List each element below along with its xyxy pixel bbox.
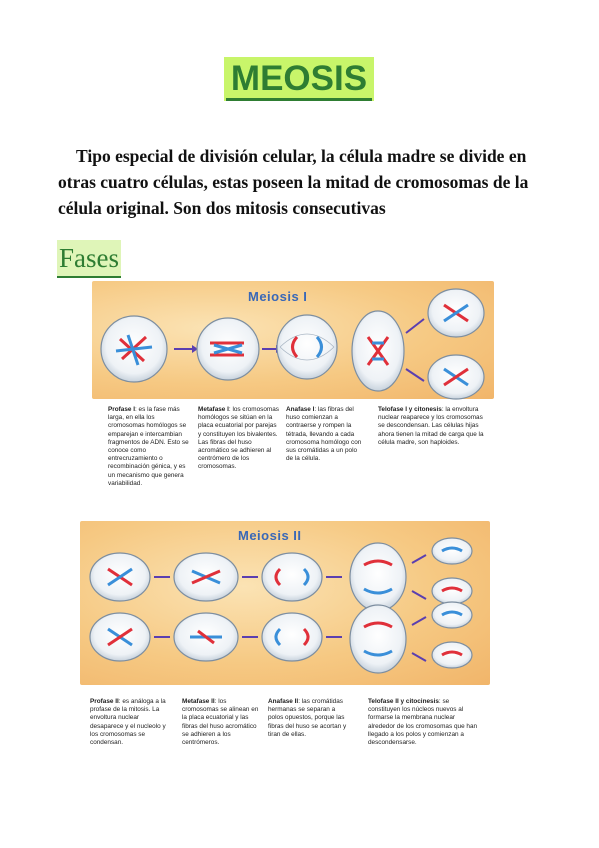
- phase-text: : es la fase más larga, en ella los crom…: [108, 406, 189, 487]
- phase-name: Profase II: [90, 698, 119, 705]
- phase-name: Anafase II: [268, 698, 299, 705]
- phase-text: : las cromátidas hermanas se separan a p…: [268, 698, 347, 738]
- prophase-2-cell-bottom: [89, 612, 151, 662]
- telophase-2-cell-top: [349, 542, 407, 612]
- phase-name: Telofase II y citocinesis: [368, 698, 439, 705]
- meiosis-2-title: Meiosis II: [238, 528, 302, 543]
- title-underline: [226, 98, 372, 101]
- meiosis-1-cells: [100, 288, 485, 400]
- fases-heading: Fases: [57, 240, 121, 278]
- gamete-cell: [431, 601, 473, 629]
- arrow-icon: [405, 318, 425, 334]
- metaphase-2-description: Metafase II: los cromosomas se alinean e…: [182, 698, 262, 747]
- page-title: MEOSIS: [224, 57, 374, 101]
- phase-text: : los cromosomas homólogos se sitúan en …: [198, 406, 279, 471]
- telophase-2-cell-bottom: [349, 604, 407, 674]
- phase-text: : los cromosomas se alinean en la placa …: [182, 698, 259, 747]
- meiosis-2-cells: [89, 537, 473, 674]
- metaphase-1-cell: [196, 317, 260, 381]
- phase-text: : las fibras del huso comienzan a contra…: [286, 406, 362, 463]
- daughter-cell-top: [427, 288, 485, 338]
- arrow-icon: [411, 590, 427, 600]
- arrow-icon: [405, 368, 425, 382]
- anaphase-1-description: Anafase I: las fibras del huso comienzan…: [286, 406, 364, 463]
- phase-text: : es análoga a la profase de la mitosis.…: [90, 698, 166, 747]
- anaphase-2-description: Anafase II: las cromátidas hermanas se s…: [268, 698, 348, 739]
- prophase-1-cell: [100, 315, 168, 383]
- prophase-2-description: Profase II: es análoga a la profase de l…: [90, 698, 174, 747]
- meiosis-1-title: Meiosis I: [248, 289, 308, 304]
- phase-name: Profase I: [108, 406, 135, 413]
- intro-paragraph: Tipo especial de división celular, la cé…: [58, 146, 529, 218]
- gamete-cell: [431, 537, 473, 565]
- arrow-icon: [411, 554, 427, 564]
- telophase-1-description: Telofase I y citonesis: la envoltura nuc…: [378, 406, 486, 447]
- gamete-cell: [431, 577, 473, 605]
- gamete-cell: [431, 641, 473, 669]
- metaphase-1-description: Metafase I: los cromosomas homólogos se …: [198, 406, 280, 472]
- phase-text: : la envoltura nuclear reaparece y los c…: [378, 406, 484, 446]
- daughter-cell-bottom: [427, 354, 485, 400]
- anaphase-1-cell: [276, 314, 338, 380]
- arrow-icon: [411, 616, 427, 626]
- phase-name: Metafase I: [198, 406, 229, 413]
- phase-name: Metafase II: [182, 698, 215, 705]
- metaphase-2-cell-top: [173, 552, 239, 602]
- phase-name: Telofase I y citonesis: [378, 406, 442, 413]
- anaphase-2-cell-top: [261, 552, 323, 602]
- telophase-1-cell: [351, 310, 405, 392]
- metaphase-2-cell-bottom: [173, 612, 239, 662]
- arrow-icon: [411, 652, 427, 662]
- telophase-2-description: Telofase II y citocinesis: se constituye…: [368, 698, 478, 747]
- phase-name: Anafase I: [286, 406, 315, 413]
- anaphase-2-cell-bottom: [261, 612, 323, 662]
- prophase-2-cell-top: [89, 552, 151, 602]
- prophase-1-description: Profase I: es la fase más larga, en ella…: [108, 406, 192, 488]
- phase-text: : se constituyen los núcleos nuevos al f…: [368, 698, 478, 747]
